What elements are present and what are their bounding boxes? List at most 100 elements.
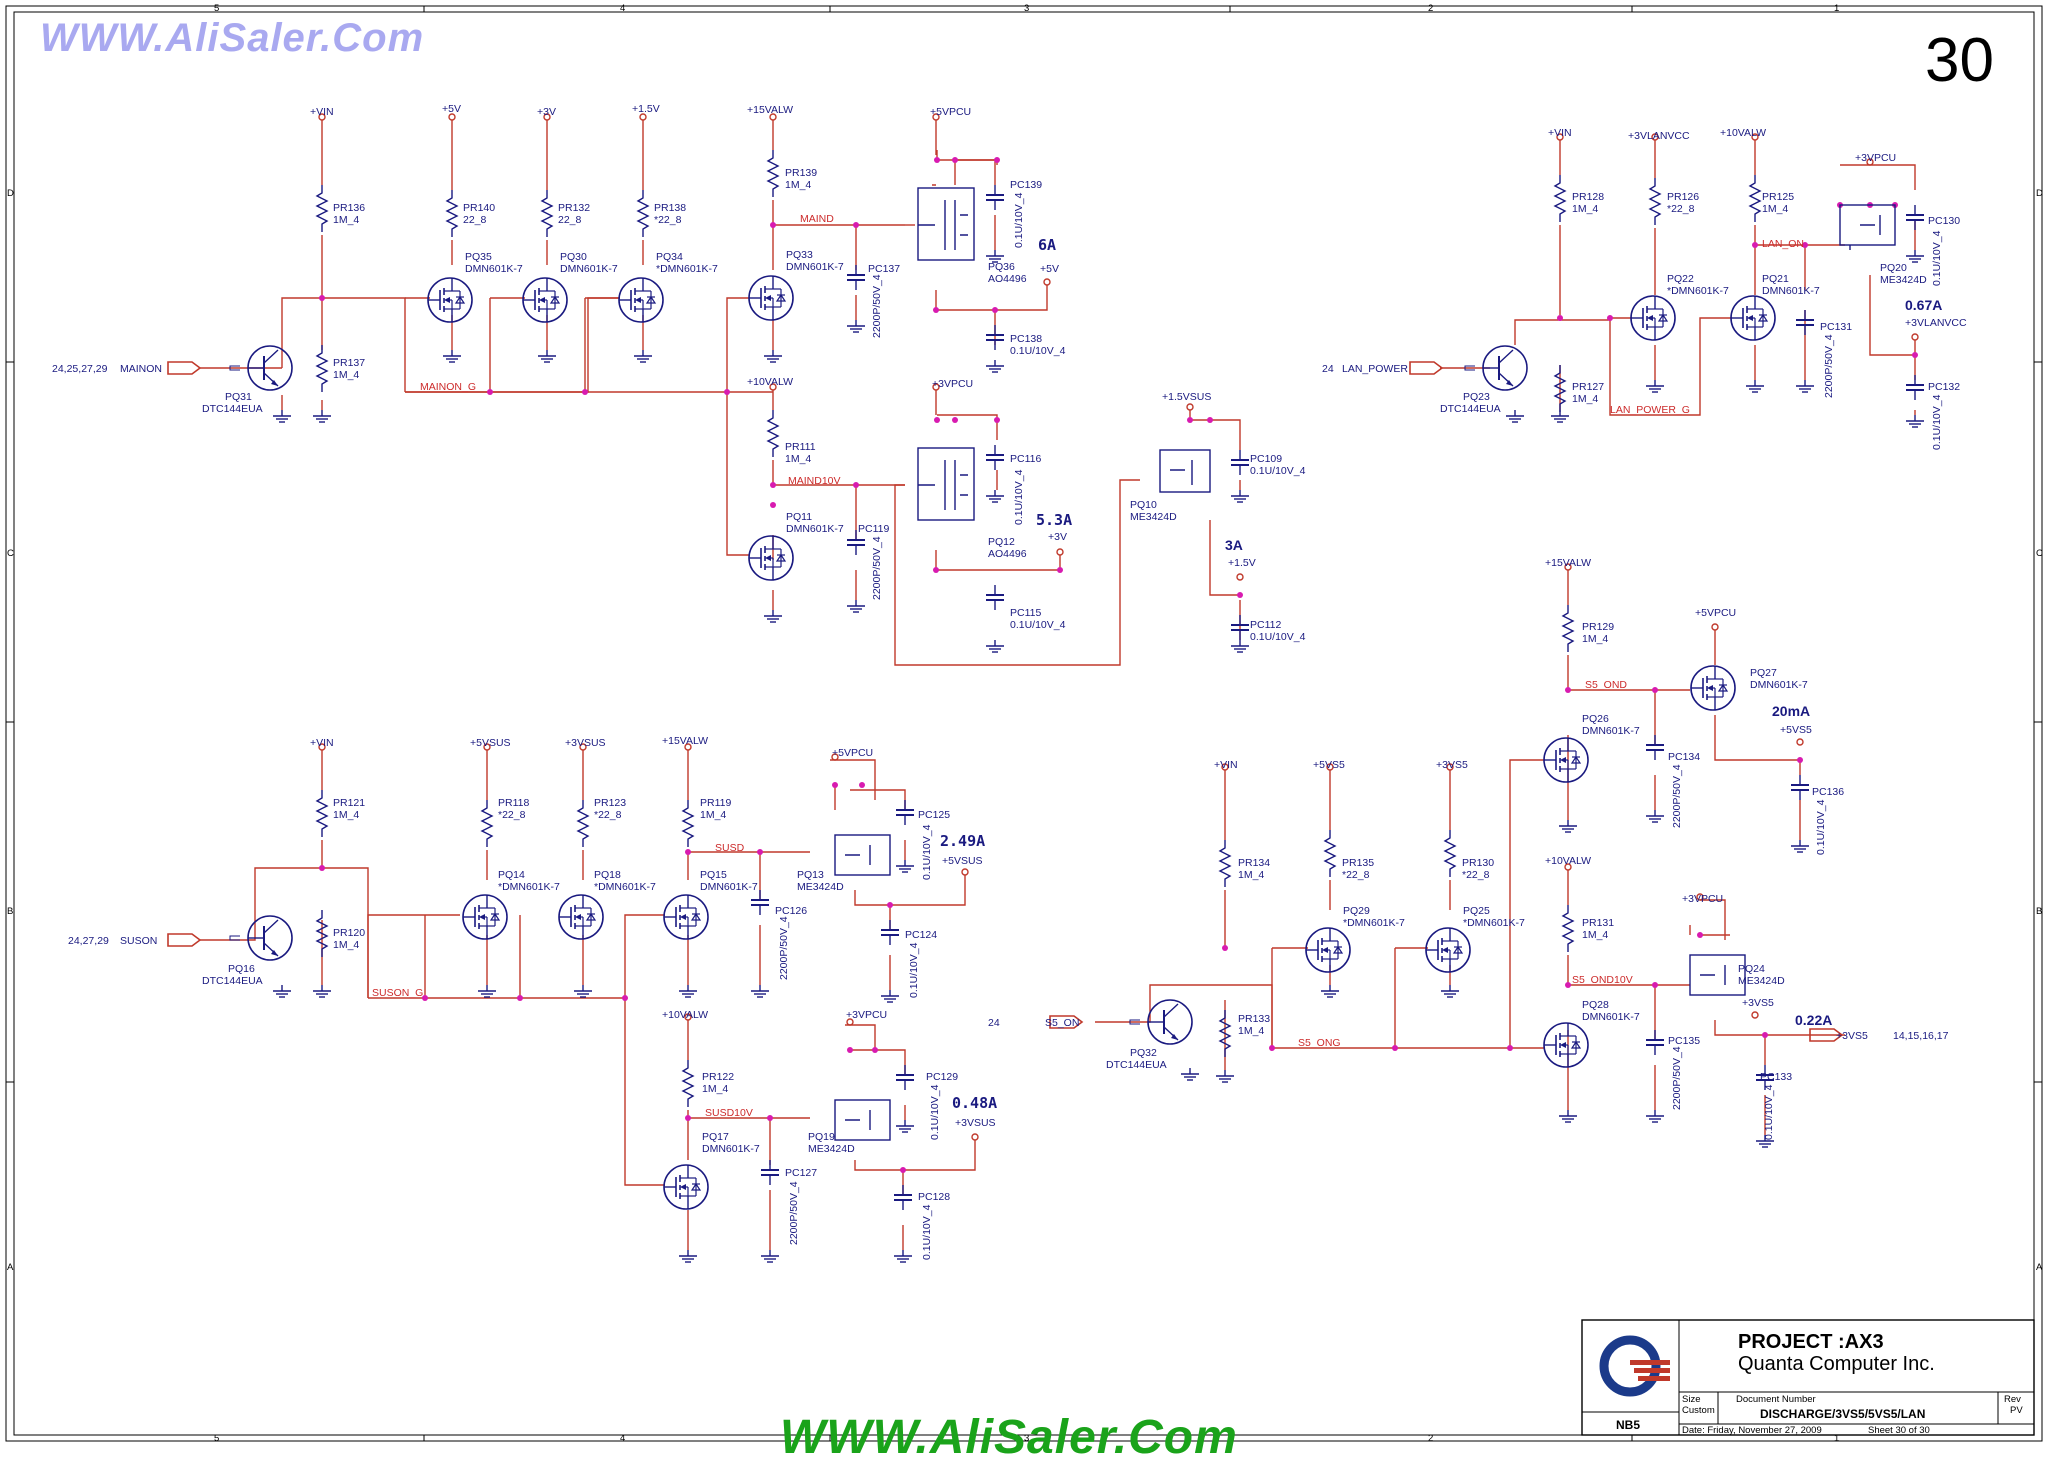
- part-value: DMN601K-7: [465, 263, 523, 275]
- part-value: 1M_4: [700, 809, 726, 821]
- component-labels: +VIN +5V +3V +1.5V +15VALW +5VPCU PR136 …: [52, 103, 1967, 1260]
- part-ref: PQ27: [1750, 667, 1777, 679]
- net-label: SUSD10V: [705, 1107, 753, 1119]
- part-value: 0.1U/10V_4: [1013, 192, 1025, 248]
- current-rating: 20mA: [1772, 703, 1810, 719]
- part-ref: PR118: [498, 797, 529, 809]
- rail-label: +3VPCU: [1855, 152, 1896, 164]
- part-value: DMN601K-7: [786, 261, 844, 273]
- junctions: [319, 157, 1918, 1173]
- net-label: S5_ONG: [1298, 1037, 1341, 1049]
- rail-label: +3VS5: [1836, 1030, 1868, 1042]
- part-ref: PQ15: [700, 869, 727, 881]
- col-marker: 5: [214, 3, 219, 14]
- part-value: 22_8: [558, 214, 582, 226]
- part-ref: PQ20: [1880, 262, 1907, 274]
- part-value: 1M_4: [1238, 1025, 1264, 1037]
- rail-label: +VIN: [310, 106, 334, 118]
- part-value: 0.1U/10V_4: [929, 1084, 941, 1140]
- row-marker: A: [7, 1262, 14, 1273]
- part-ref: PQ35: [465, 251, 492, 263]
- part-ref: PR132: [558, 202, 590, 214]
- part-value: 0.1U/10V_4: [1815, 799, 1827, 855]
- part-value: 2200P/50V_4: [788, 1181, 800, 1245]
- rail-label: +5VSUS: [942, 855, 983, 867]
- rail-label: +3VLANVCC: [1905, 317, 1967, 329]
- part-value: 1M_4: [1582, 929, 1608, 941]
- part-ref: PR129: [1582, 621, 1614, 633]
- part-ref: PQ36: [988, 261, 1015, 273]
- part-ref: PC130: [1928, 215, 1960, 227]
- part-ref: PR136: [333, 202, 365, 214]
- part-value: DTC144EUA: [1106, 1059, 1167, 1071]
- part-value: 1M_4: [702, 1083, 728, 1095]
- date-text: Date: Friday, November 27, 2009: [1682, 1425, 1822, 1436]
- row-marker: C: [7, 548, 14, 559]
- part-value: 1M_4: [1582, 633, 1608, 645]
- part-value: DTC144EUA: [202, 403, 263, 415]
- rail-label: +5VPCU: [1695, 607, 1736, 619]
- part-value: 1M_4: [333, 939, 359, 951]
- row-marker: B: [7, 906, 13, 917]
- part-ref: PR126: [1667, 191, 1699, 203]
- net-label: S5_OND10V: [1572, 974, 1633, 986]
- part-value: *DMN601K-7: [656, 263, 718, 275]
- current-rating: 3A: [1225, 537, 1243, 553]
- rail-label: +1.5V: [632, 103, 660, 115]
- rail-label: +3VSUS: [955, 1117, 996, 1129]
- part-ref: PC115: [1010, 607, 1041, 619]
- current-rating: 2.49A: [940, 832, 985, 850]
- connector-ref: 24: [988, 1017, 1000, 1029]
- part-value: DMN601K-7: [1762, 285, 1820, 297]
- part-value: 0.1U/10V_4: [908, 942, 920, 998]
- rail-label: +5VSUS: [470, 737, 511, 749]
- part-ref: PC127: [785, 1167, 817, 1179]
- rail-label: +3VPCU: [846, 1009, 887, 1021]
- part-value: 0.1U/10V_4: [1931, 230, 1943, 286]
- part-ref: PQ30: [560, 251, 587, 263]
- rail-label: +VIN: [310, 737, 334, 749]
- net-label: LAN_ON: [1762, 238, 1804, 250]
- rail-label: +15VALW: [747, 104, 793, 116]
- title-block: NB5 PROJECT :AX3 Quanta Computer Inc. Si…: [1581, 1319, 2035, 1436]
- connector-ref: 24: [1322, 363, 1334, 375]
- net-label: MAINON_G: [420, 381, 476, 393]
- part-value: 2200P/50V_4: [871, 274, 883, 338]
- part-ref: PQ12: [988, 536, 1015, 548]
- part-value: 1M_4: [333, 809, 359, 821]
- part-ref: PC138: [1010, 333, 1042, 345]
- current-rating: 5.3A: [1036, 511, 1072, 529]
- rail-label: +5VPCU: [930, 106, 971, 118]
- part-value: 1M_4: [1572, 393, 1598, 405]
- col-marker: 3: [1024, 1433, 1029, 1444]
- part-ref: PC137: [868, 263, 900, 275]
- part-ref: PC136: [1812, 786, 1844, 798]
- rail-label: +5VS5: [1780, 724, 1812, 736]
- part-ref: PQ23: [1463, 391, 1490, 403]
- part-ref: PR138: [654, 202, 686, 214]
- net-label: SUSON_G: [372, 987, 423, 999]
- rail-label: +3VPCU: [932, 378, 973, 390]
- part-ref: PC132: [1928, 381, 1960, 393]
- part-value: *DMN601K-7: [498, 881, 560, 893]
- part-value: DMN601K-7: [1582, 1011, 1640, 1023]
- rail-label: +10VALW: [662, 1009, 708, 1021]
- part-value: *22_8: [498, 809, 526, 821]
- rail-label: +5VPCU: [832, 747, 873, 759]
- part-ref: PR128: [1572, 191, 1604, 203]
- part-value: 22_8: [463, 214, 487, 226]
- part-ref: PC133: [1760, 1071, 1792, 1083]
- part-ref: PC112: [1250, 619, 1281, 631]
- rail-label: +3VS5: [1436, 759, 1468, 771]
- part-value: 1M_4: [333, 214, 359, 226]
- rail-label: +VIN: [1548, 127, 1572, 139]
- part-ref: PR139: [785, 167, 817, 179]
- company-name: Quanta Computer Inc.: [1738, 1353, 1935, 1375]
- part-ref: PC134: [1668, 751, 1700, 763]
- net-label: S5_OND: [1585, 679, 1627, 691]
- watermark-top: WWW.AliSaler.Com: [40, 16, 425, 60]
- row-marker: C: [2036, 548, 2043, 559]
- part-ref: PQ34: [656, 251, 683, 263]
- part-value: AO4496: [988, 548, 1027, 560]
- connector-ref: 24,27,29: [68, 935, 109, 947]
